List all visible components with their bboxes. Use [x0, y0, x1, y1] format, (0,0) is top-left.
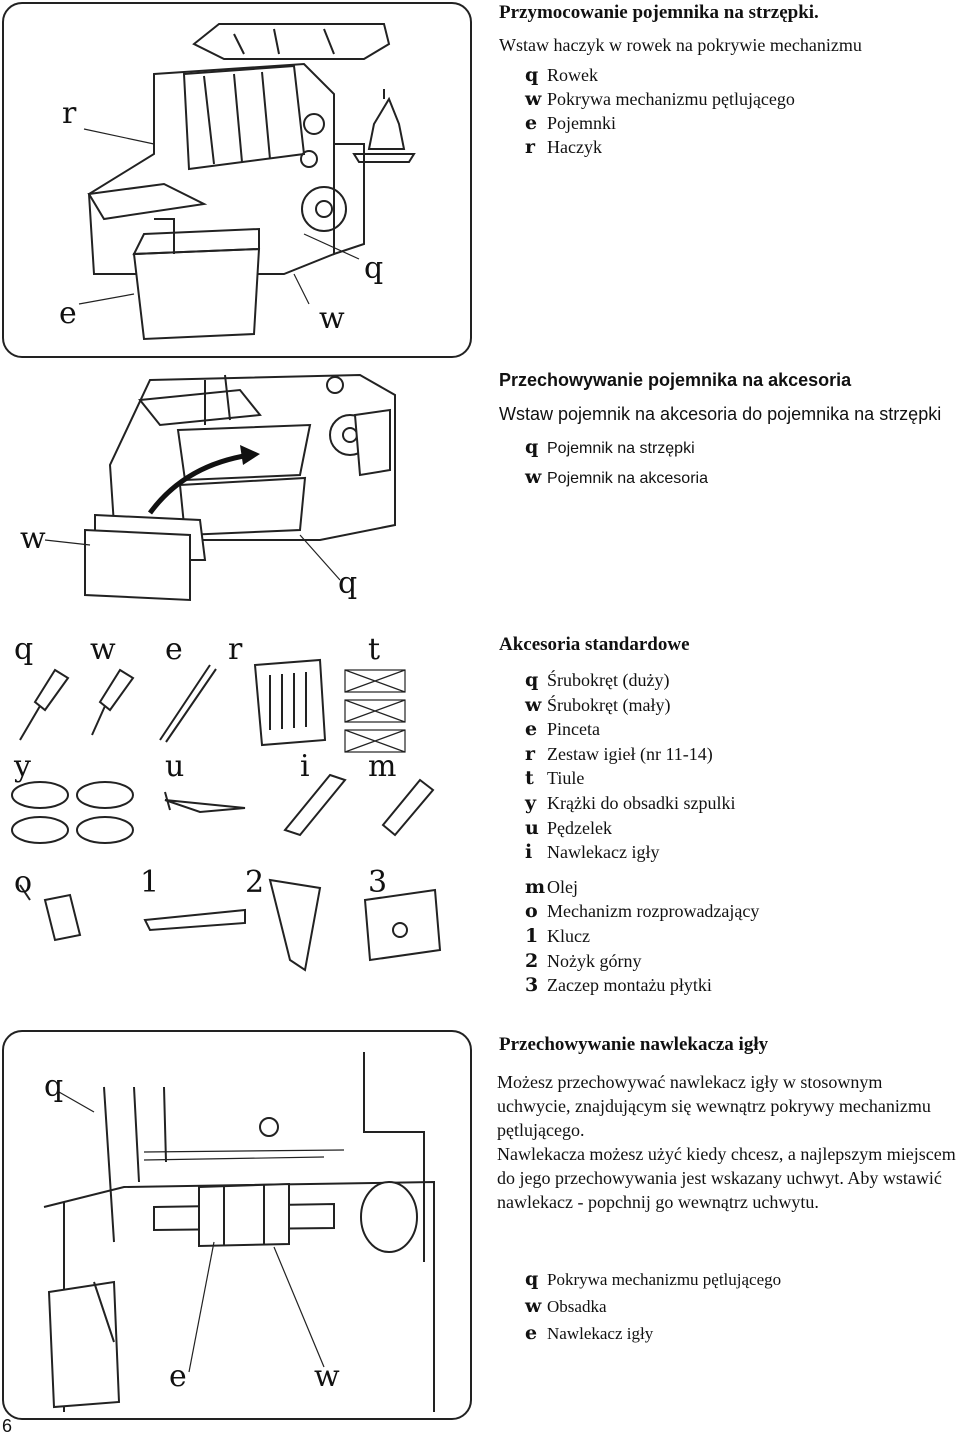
acc-label-u: u — [165, 749, 185, 784]
acc-label-r: r — [228, 632, 243, 667]
acc-label-o: o — [14, 865, 33, 900]
figure1-label-w: w — [319, 301, 345, 336]
acc-label-3: 3 — [368, 865, 388, 900]
acc-label-y: y — [14, 749, 31, 784]
acc-label-t: t — [368, 632, 381, 667]
figure1-label-q: q — [364, 251, 384, 286]
section3-heading: Akcesoria standardowe — [499, 634, 690, 655]
figure-standard-accessories — [11, 658, 442, 972]
section1-intro: Wstaw haczyk w rowek na pokrywie mechani… — [499, 35, 862, 55]
figure2-label-w: w — [20, 521, 46, 556]
acc-label-m: m — [368, 749, 397, 784]
figure4-label-w: w — [314, 1359, 340, 1394]
figure4-label-q: q — [44, 1069, 64, 1104]
acc-label-2: 2 — [245, 865, 265, 900]
section4-heading: Przechowywanie nawlekacza igły — [499, 1034, 769, 1055]
acc-label-e: e — [165, 632, 183, 667]
section1-heading: Przymocowanie pojemnika na strzępki. — [499, 2, 819, 23]
figure4-label-e: e — [169, 1359, 187, 1394]
figure1-label-e: e — [59, 296, 77, 331]
page-number: 6 — [2, 1416, 13, 1436]
acc-label-w: w — [90, 632, 116, 667]
figure-threader-storage: q e w — [2, 1030, 472, 1420]
serger-illustration-1 — [78, 23, 416, 341]
section2-heading: Przechowywanie pojemnika na akcesoria — [499, 370, 852, 390]
figure-fabric-trimmings-box-attach: r q e w — [2, 2, 472, 358]
acc-label-q: q — [14, 632, 34, 667]
acc-label-1: 1 — [140, 865, 160, 900]
figure-accessory-box-storage — [44, 373, 396, 602]
looper-cover-illustration — [43, 1052, 435, 1412]
section2-intro: Wstaw pojemnik na akcesoria do pojemnika… — [499, 404, 942, 424]
figure2-label-q: q — [338, 566, 358, 601]
figure1-label-r: r — [62, 96, 77, 131]
section4-paragraph-1: Możesz przechowywać nawlekacz igły w sto… — [497, 1072, 931, 1140]
acc-label-i: i — [300, 749, 310, 784]
section4-paragraph-2: Nawlekacza możesz użyć kiedy chcesz, a n… — [497, 1144, 956, 1212]
